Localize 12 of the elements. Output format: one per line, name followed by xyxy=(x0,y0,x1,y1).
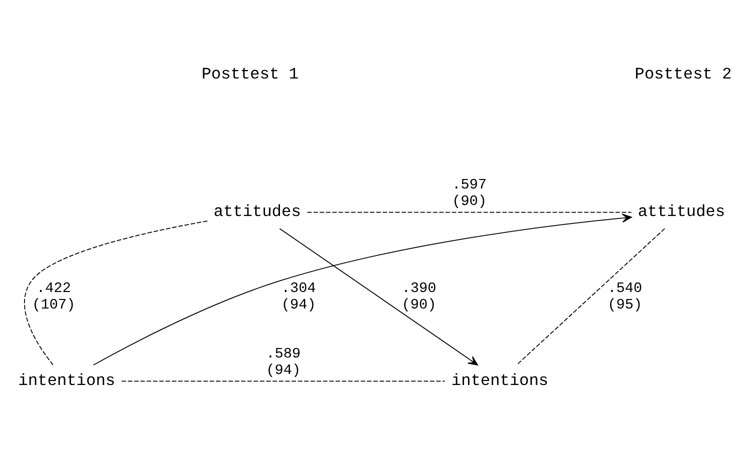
edge-label: .422 (107) xyxy=(32,281,76,314)
edge-label: .597 (90) xyxy=(452,178,487,210)
edge-label: .304 (94) xyxy=(281,281,316,314)
edge-label: .540 (95) xyxy=(608,281,642,314)
edge-label: .390 (90) xyxy=(402,281,436,314)
node-text: intentions xyxy=(451,372,548,390)
edge-label: .589 (94) xyxy=(266,346,301,379)
node-text: intentions xyxy=(18,372,116,390)
label: Posttest 2 xyxy=(634,66,732,84)
node-text: attitudes xyxy=(214,203,301,222)
label: Posttest 1 xyxy=(202,66,299,84)
node-text: attitudes xyxy=(638,203,726,222)
